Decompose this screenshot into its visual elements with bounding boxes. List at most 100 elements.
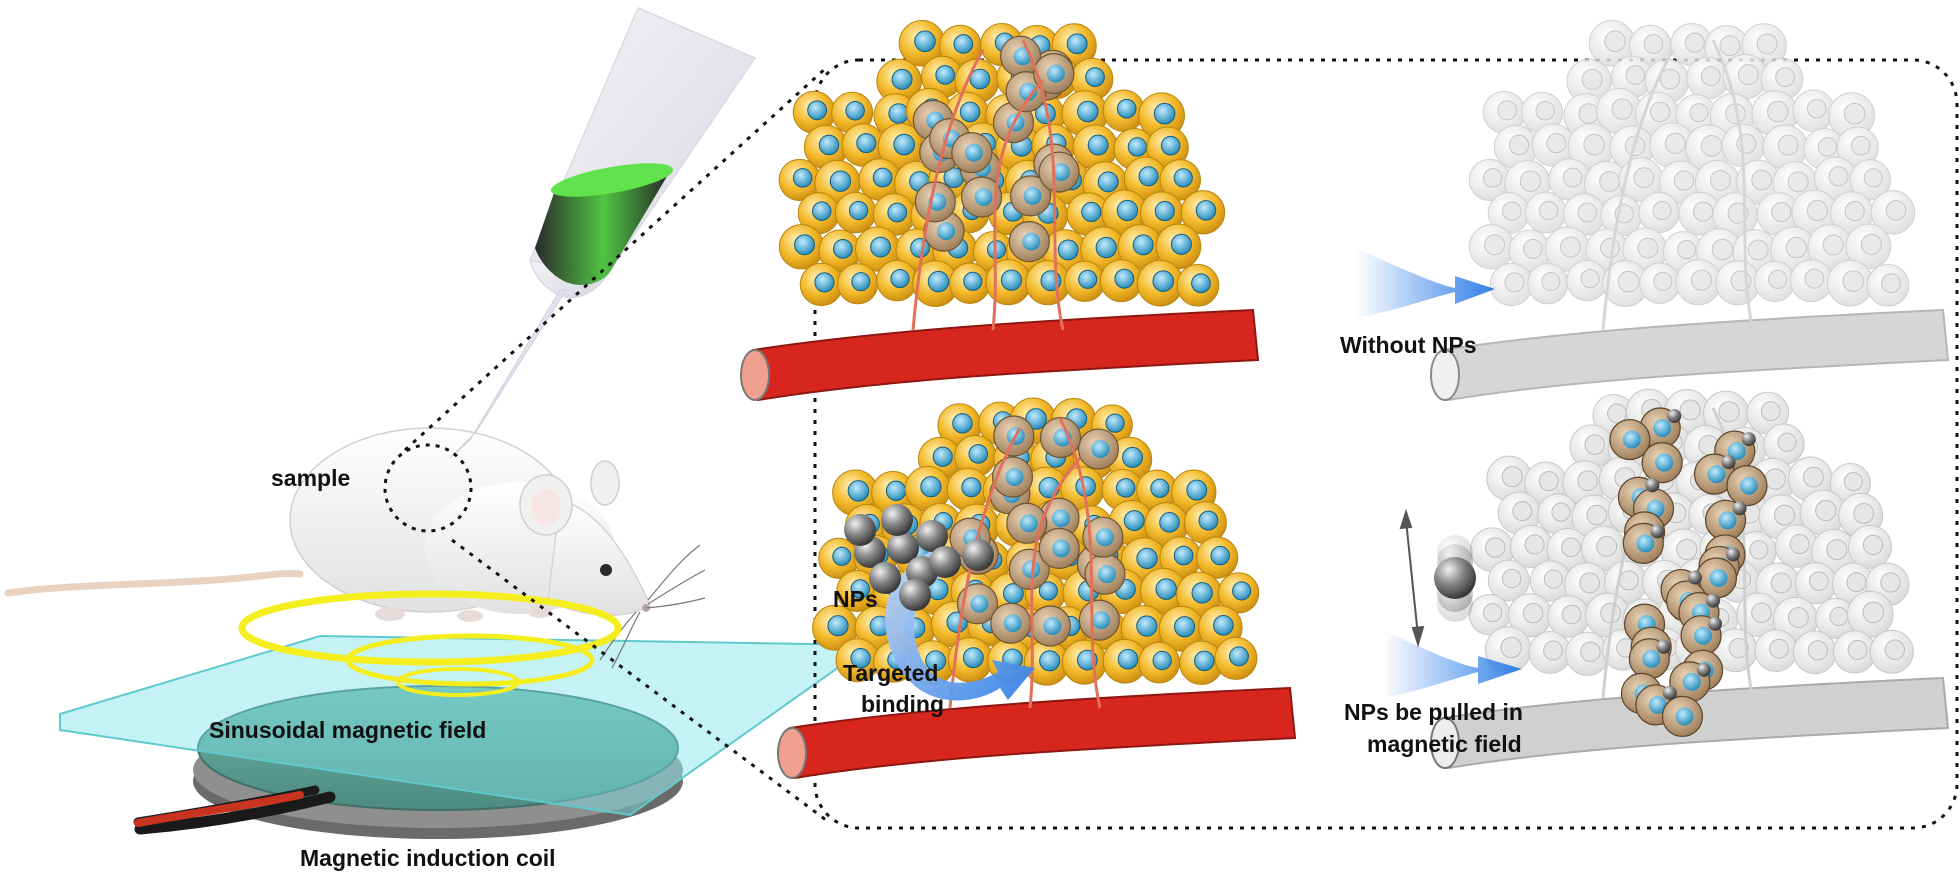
tumor-cell	[1791, 189, 1838, 236]
tumor-cell	[1138, 92, 1185, 140]
tumor-cell	[1176, 263, 1220, 307]
tumor-cell	[1529, 560, 1572, 602]
tumor-cell	[837, 263, 879, 305]
coil-wires-icon	[133, 785, 336, 835]
tumor-cell	[1507, 593, 1553, 638]
targeted-label-line1: Targeted	[843, 660, 939, 686]
tumor-cell	[1544, 226, 1591, 272]
tumor-cell	[898, 20, 946, 67]
tumor-cell	[803, 124, 849, 170]
tumor-cell	[1537, 493, 1579, 535]
tumor-cell	[797, 192, 840, 235]
tumor-cell	[876, 259, 918, 302]
tumor-cell	[1831, 562, 1875, 606]
tumor-cell	[1763, 423, 1805, 465]
tumor-cell	[1508, 229, 1552, 273]
tumor-cell	[1061, 639, 1107, 685]
arrow-pulled-icon	[1383, 630, 1522, 698]
tumor-cell	[1756, 192, 1801, 236]
tumor-cell	[1528, 631, 1572, 674]
tumor-cell	[1139, 567, 1187, 615]
tumor-cell	[812, 604, 858, 651]
tumor-cell	[1567, 123, 1615, 170]
tumor-cell	[912, 260, 959, 307]
tumor-cell	[1487, 559, 1530, 602]
tumor-cell	[1639, 262, 1681, 304]
pipette-icon	[449, 7, 757, 459]
tumor-cell	[831, 91, 874, 134]
tumor-cell	[1025, 260, 1071, 306]
tumor-cell	[1101, 189, 1148, 236]
tumor-cell	[778, 224, 825, 270]
tumor-cell	[1155, 223, 1202, 270]
tumor-result-without-nps	[1430, 20, 1950, 402]
tumor-cell	[1622, 227, 1668, 273]
tumor-cell	[1179, 640, 1224, 685]
sample-label: sample	[271, 465, 351, 491]
nanoparticle-motion-stack-icon	[1434, 535, 1476, 622]
tumor-cell	[835, 638, 880, 683]
tumor-cell	[876, 58, 922, 105]
tumor-cell	[1722, 53, 1769, 100]
tumor-cell	[1123, 156, 1168, 200]
tumor-cell	[1828, 92, 1875, 140]
tumor-cell	[1629, 24, 1672, 68]
without-nps-label: Without NPs	[1340, 332, 1477, 358]
tumor-cell	[818, 229, 862, 273]
tumor-cell	[1813, 156, 1858, 200]
tumor-cell	[1468, 224, 1515, 270]
tumor-cell	[834, 191, 877, 234]
nanoparticle-cluster-icon	[844, 504, 994, 611]
tumor-cell	[1146, 126, 1189, 169]
field-direction-arrow-icon	[1399, 508, 1425, 648]
tumor-cell	[1180, 190, 1226, 235]
tumor-cell	[1482, 90, 1526, 134]
tumor-cell	[1486, 455, 1533, 502]
tumor-cell	[1715, 260, 1761, 306]
tumor-cell	[854, 226, 901, 272]
coil-label: Magnetic induction coil	[300, 845, 556, 871]
tumor-untreated-bottom	[777, 397, 1297, 780]
tumor-cell	[1836, 126, 1879, 169]
tumor-cell	[778, 158, 821, 201]
tumor-cell	[1754, 629, 1798, 673]
tumor-cell	[1117, 224, 1163, 270]
tumor-cell	[1774, 524, 1819, 568]
zoom-lines	[403, 66, 828, 822]
tumor-cell	[1638, 191, 1680, 234]
blood-vessel	[1430, 308, 1950, 402]
tumor-cell	[1610, 55, 1654, 99]
tumor-cell	[1547, 595, 1590, 638]
zoom-panel	[813, 58, 1959, 830]
tumor-cell	[1811, 528, 1857, 575]
tumor-cell	[1138, 641, 1181, 684]
tumor-cell	[1602, 260, 1649, 307]
tumor-cell	[1159, 159, 1201, 201]
tumor-cell	[1869, 629, 1914, 674]
tumor-cell	[1565, 631, 1610, 676]
tumor-cell	[1736, 592, 1781, 637]
tumor-cell	[1746, 391, 1790, 435]
tumor-cell	[1760, 57, 1804, 101]
tumor-cell	[1721, 123, 1766, 168]
tumor-cell	[1762, 124, 1808, 170]
tumor-cell	[1685, 124, 1732, 172]
blood-vessel	[777, 686, 1297, 780]
tumor-cell	[1830, 191, 1874, 235]
tumor-cell	[904, 465, 951, 512]
tumor-cell	[1832, 630, 1877, 674]
tumor-cell	[799, 262, 844, 307]
tumor-cell	[1217, 572, 1260, 614]
tumor-cell	[1792, 630, 1837, 675]
capillaries	[1601, 39, 1755, 331]
tumor-cell	[946, 467, 990, 511]
tumor-cell	[1484, 626, 1532, 673]
tumor-cell	[1196, 536, 1239, 579]
tumor-cell	[1847, 524, 1893, 569]
tumor-cell	[1527, 263, 1569, 305]
tumor-cell	[1072, 124, 1118, 170]
nanoparticle-tagged-cells	[1609, 407, 1768, 738]
tumor-cell	[1064, 260, 1106, 303]
tumor-cell	[1099, 259, 1143, 303]
